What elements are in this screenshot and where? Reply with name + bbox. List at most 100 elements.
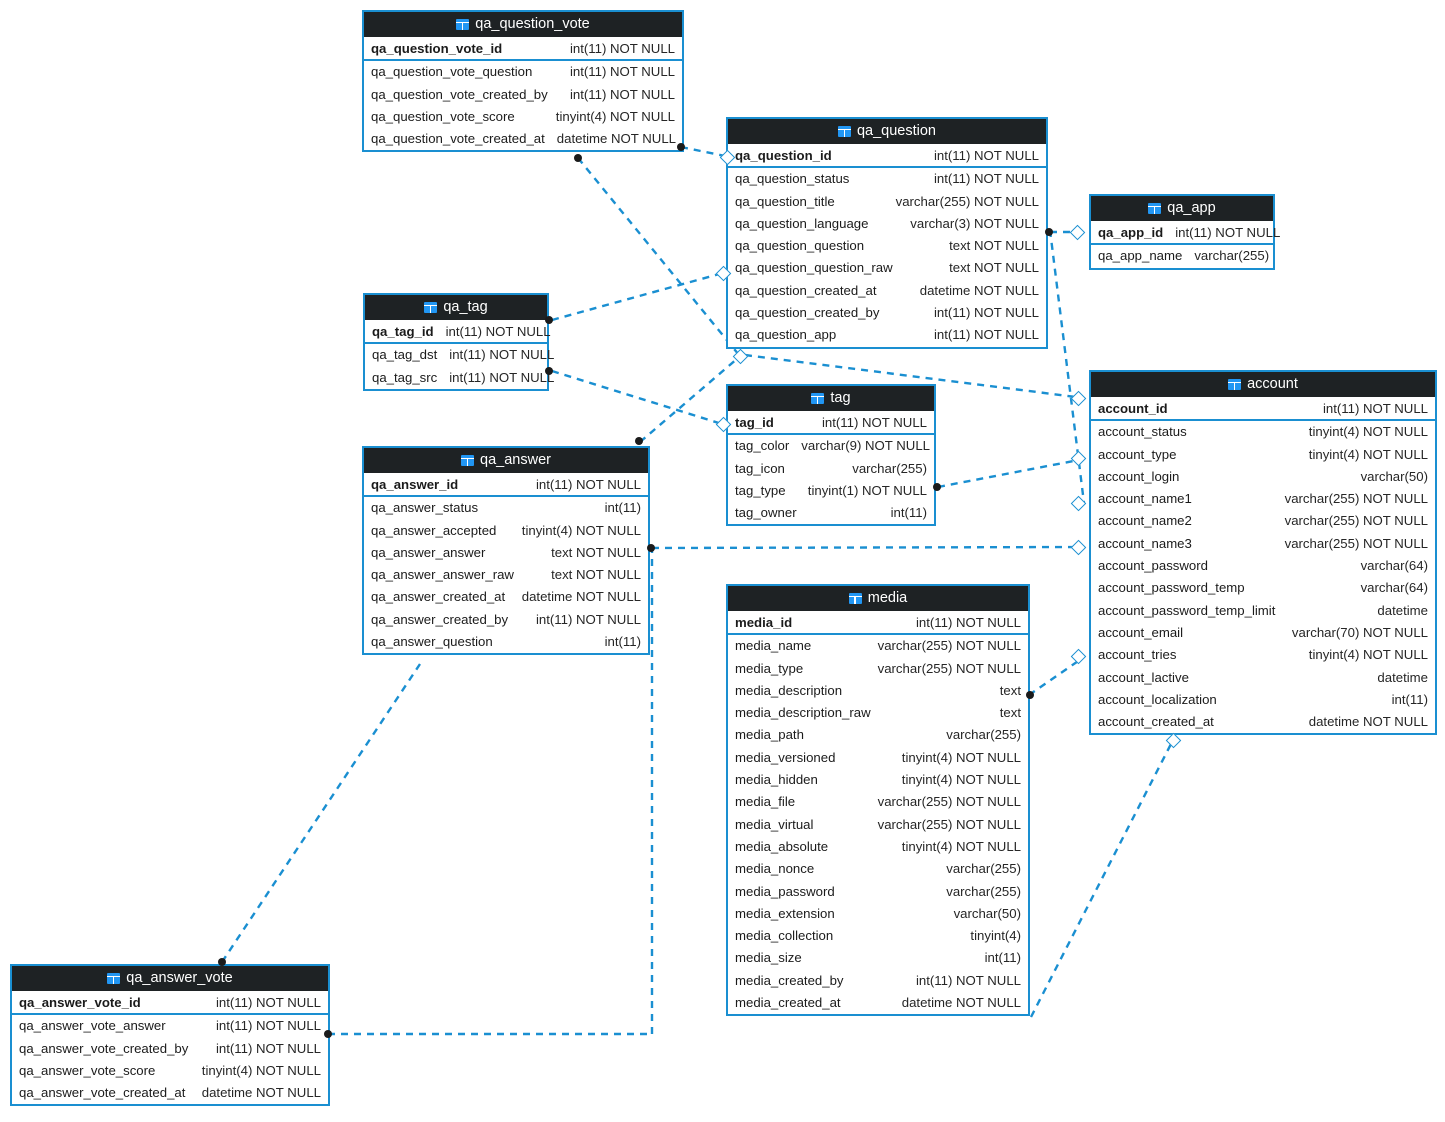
column-name: account_password_temp (1098, 580, 1245, 596)
column-name: qa_tag_id (372, 324, 434, 339)
column-name: account_created_at (1098, 714, 1214, 730)
column-row[interactable]: account_password_temp varchar(64) (1091, 577, 1435, 599)
entity-header-account[interactable]: account (1091, 372, 1435, 397)
entity-header-qa_question_vote[interactable]: qa_question_vote (364, 12, 682, 37)
entity-header-qa_app[interactable]: qa_app (1091, 196, 1273, 221)
entity-header-qa_answer[interactable]: qa_answer (364, 448, 648, 473)
column-type: datetime NOT NULL (919, 282, 1039, 298)
column-type: tinyint(4) NOT NULL (901, 749, 1021, 765)
entity-header-qa_question[interactable]: qa_question (728, 119, 1046, 144)
entity-header-media[interactable]: media (728, 586, 1028, 611)
column-type: tinyint(4) NOT NULL (521, 522, 641, 538)
column-name: account_email (1098, 624, 1184, 640)
entity-header-qa_tag[interactable]: qa_tag (365, 295, 547, 320)
entity-header-qa_answer_vote[interactable]: qa_answer_vote (12, 966, 328, 991)
entity-header-tag[interactable]: tag (728, 386, 934, 411)
table-icon (424, 301, 438, 313)
column-type: varchar(64) (1360, 580, 1428, 596)
column-name: tag_type (735, 482, 786, 498)
entity-title: qa_question (856, 122, 936, 139)
column-type: int(11) NOT NULL (569, 41, 675, 56)
